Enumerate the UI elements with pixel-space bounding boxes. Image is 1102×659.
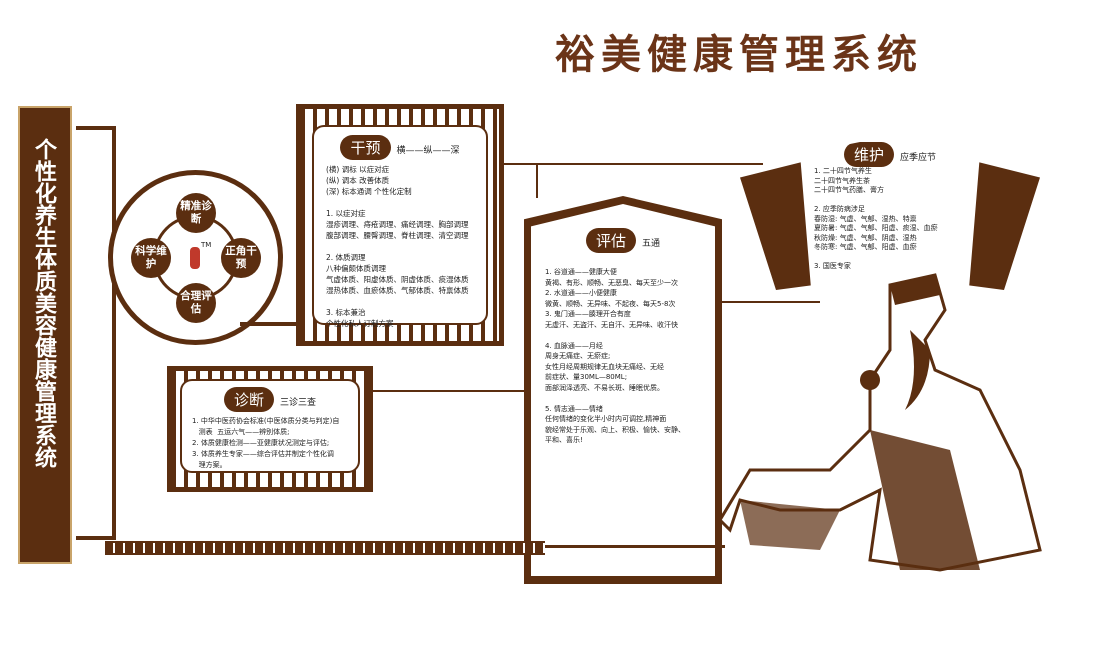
- maintenance-badge: 维护: [843, 142, 894, 167]
- vertical-banner: 个性化养生体质美容健康管理系统: [18, 106, 72, 564]
- logo-seal: [190, 247, 200, 269]
- intervention-subtitle: 横——纵——深: [396, 146, 460, 156]
- assessment-badge: 评估: [585, 228, 636, 253]
- intervention-body: (横) 调标 以症对症 (纵) 调本 改善体质 (深) 标本通调 个性化定制 1…: [326, 165, 469, 328]
- intervention-panel: 干预横——纵——深 (横) 调标 以症对症 (纵) 调本 改善体质 (深) 标本…: [296, 104, 504, 346]
- core-circle: 精准诊断 科学维护 正角干预 合理评估 TM: [108, 170, 283, 345]
- connector: [720, 301, 820, 303]
- connector: [545, 545, 725, 548]
- intervention-badge: 干预: [340, 135, 391, 160]
- assessment-content: 评估五通 1. 谷道通——健康大便 黄褐、有形、顺畅、无恶臭、每天至少一次 2.…: [531, 204, 715, 576]
- node-right: 正角干预: [221, 238, 261, 278]
- maintenance-content: 维护应季应节 1. 二十四节气养生 二十四节气养生茶 二十四节气药膳、膏方 2.…: [800, 136, 980, 286]
- connector: [373, 390, 533, 392]
- connector: [503, 163, 763, 165]
- assessment-body: 1. 谷道通——健康大便 黄褐、有形、顺畅、无恶臭、每天至少一次 2. 水道通—…: [545, 268, 685, 444]
- maintenance-subtitle: 应季应节: [900, 153, 937, 163]
- node-left: 科学维护: [131, 238, 171, 278]
- assessment-subtitle: 五通: [642, 239, 661, 249]
- node-bottom: 合理评估: [176, 283, 216, 323]
- diagnosis-badge: 诊断: [223, 387, 274, 412]
- trademark: TM: [201, 241, 212, 249]
- diagnosis-panel: 诊断三诊三查 1. 中华中医药协会标准(中医体质分类与判定)自 测表 五运六气—…: [167, 366, 373, 492]
- maintenance-body: 1. 二十四节气养生 二十四节气养生茶 二十四节气药膳、膏方 2. 应季防病涉足…: [814, 167, 938, 270]
- sage-illustration: [720, 273, 1042, 572]
- banner-bracket: [76, 126, 116, 540]
- connector: [536, 163, 538, 198]
- node-top: 精准诊断: [176, 193, 216, 233]
- banner-text: 个性化养生体质美容健康管理系统: [31, 138, 57, 468]
- diagnosis-subtitle: 三诊三查: [280, 398, 317, 408]
- connector: [240, 322, 298, 326]
- diagnosis-body: 1. 中华中医药协会标准(中医体质分类与判定)自 测表 五运六气——辨别体质; …: [192, 417, 340, 469]
- page-title: 裕美健康管理系统: [555, 31, 923, 78]
- meander-border: [105, 541, 545, 555]
